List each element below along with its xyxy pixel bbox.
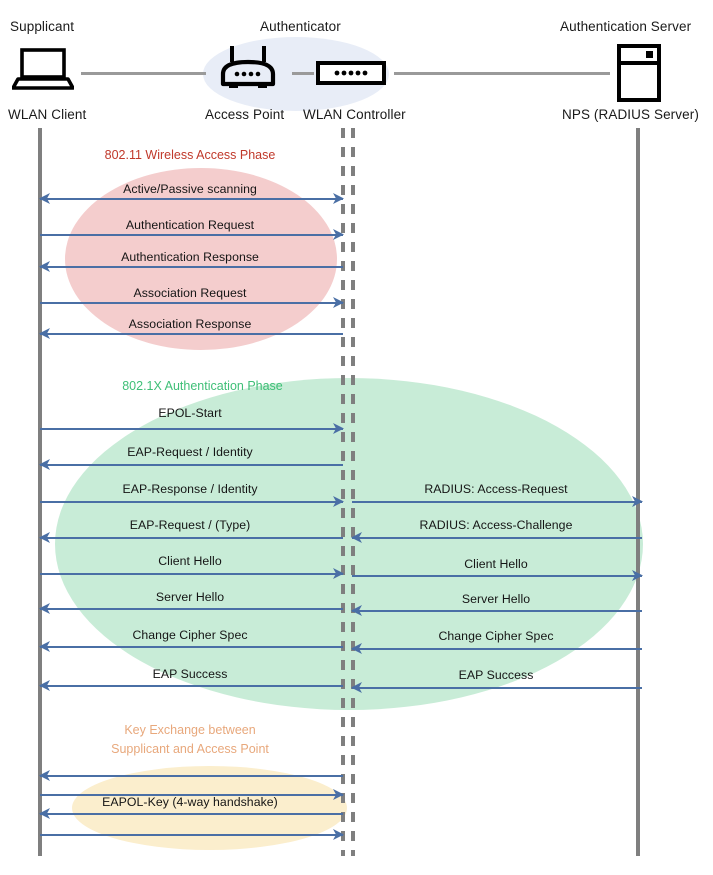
message-arrow-left-9	[40, 568, 344, 579]
message-label-left-11: Change Cipher Spec	[132, 628, 248, 642]
message-arrow-left-2	[39, 261, 343, 272]
message-label-left-9: Client Hello	[158, 554, 222, 568]
message-arrow-keyexchange-0	[39, 770, 343, 781]
message-arrow-right-3	[351, 605, 642, 616]
message-arrow-left-12	[39, 680, 343, 691]
message-arrow-left-11	[39, 641, 343, 652]
actor-role-supplicant: Supplicant	[10, 19, 75, 34]
lifeline-auth-server	[636, 128, 640, 856]
link-client-to-ap	[81, 72, 206, 75]
message-arrow-left-1	[40, 229, 344, 240]
message-arrow-left-7	[40, 496, 344, 507]
message-arrow-right-1	[351, 532, 642, 543]
message-label-left-12: EAP Success	[152, 667, 228, 681]
message-label-right-2: Client Hello	[464, 557, 528, 571]
server-icon	[617, 44, 661, 102]
wlan-controller-icon	[316, 61, 386, 85]
message-arrow-left-4	[39, 328, 343, 339]
message-label-left-8: EAP-Request / (Type)	[129, 518, 251, 532]
message-arrow-right-5	[351, 682, 642, 693]
message-arrow-left-6	[39, 459, 343, 470]
phase-label-80211: 802.11 Wireless Access Phase	[104, 148, 276, 162]
message-label-left-3: Association Request	[133, 286, 247, 300]
message-arrow-left-5	[40, 423, 344, 434]
lifeline-supplicant	[38, 128, 42, 856]
message-label-right-4: Change Cipher Spec	[438, 629, 554, 643]
actor-name-wlan-client: WLAN Client	[8, 107, 87, 122]
message-label-keyexchange-2: EAPOL-Key (4-way handshake)	[102, 795, 278, 809]
message-arrow-keyexchange-2	[39, 808, 343, 819]
actor-name-nps-server: NPS (RADIUS Server)	[562, 107, 699, 122]
message-label-right-0: RADIUS: Access-Request	[424, 482, 568, 496]
message-label-left-4: Association Response	[128, 317, 252, 331]
phase-label-keyexch-line2: Supplicant and Access Point	[111, 742, 269, 756]
message-arrow-keyexchange-1	[40, 789, 344, 800]
actor-role-authentication-server: Authentication Server	[560, 19, 692, 34]
actor-role-authenticator: Authenticator	[260, 19, 341, 34]
message-arrow-right-4	[351, 643, 642, 654]
message-label-right-1: RADIUS: Access-Challenge	[419, 518, 573, 532]
message-label-left-1: Authentication Request	[125, 218, 255, 232]
phase-label-keyexch: Key Exchange between Supplicant and Acce…	[90, 721, 290, 759]
message-label-left-6: EAP-Request / Identity	[127, 445, 253, 459]
message-label-left-0: Active/Passive scanning	[123, 182, 257, 196]
message-label-left-5: EPOL-Start	[158, 406, 222, 420]
link-controller-to-server	[394, 72, 610, 75]
message-label-left-10: Server Hello	[155, 590, 225, 604]
message-arrow-right-0	[352, 496, 643, 507]
message-label-left-2: Authentication Response	[121, 250, 259, 264]
lifeline-authenticator-right	[351, 128, 355, 856]
message-label-right-5: EAP Success	[458, 668, 534, 682]
actor-name-access-point: Access Point	[205, 107, 285, 122]
phase-label-keyexch-line1: Key Exchange between	[124, 723, 256, 737]
message-arrow-left-3	[40, 297, 344, 308]
message-arrow-keyexchange-3	[40, 829, 344, 840]
message-label-right-3: Server Hello	[461, 592, 531, 606]
lifeline-authenticator-left	[341, 128, 345, 856]
actor-name-wlan-controller: WLAN Controller	[303, 107, 406, 122]
message-arrow-right-2	[352, 570, 643, 581]
message-label-left-7: EAP-Response / Identity	[122, 482, 258, 496]
link-ap-to-controller	[292, 72, 314, 75]
access-point-icon	[215, 44, 281, 90]
phase-label-8021x: 802.1X Authentication Phase	[122, 379, 283, 393]
laptop-icon	[12, 48, 74, 90]
message-arrow-left-8	[39, 532, 343, 543]
message-arrow-left-10	[39, 603, 343, 614]
message-arrow-left-0b	[39, 193, 343, 204]
phase-8021x-blob	[55, 378, 643, 710]
phase-keyexch-blob	[72, 766, 347, 850]
